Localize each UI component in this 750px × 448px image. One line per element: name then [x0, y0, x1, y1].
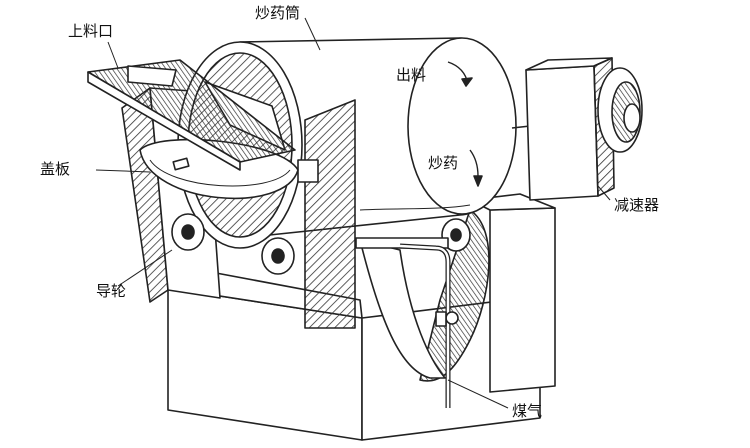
label-drum: 炒药筒: [255, 4, 301, 22]
label-feed-inlet: 上料口: [68, 22, 114, 40]
label-guide-wheel: 导轮: [96, 282, 127, 300]
gear-reducer: [511, 57, 643, 201]
label-discharge: 出料: [396, 66, 427, 84]
label-coal-gas: 煤气: [512, 402, 543, 420]
label-stir-fry: 炒药: [428, 154, 459, 172]
leader-lines: [95, 17, 611, 409]
feed-inlet-hopper: [87, 59, 296, 171]
label-reducer: 减速器: [614, 196, 660, 214]
clamp-plate: [304, 99, 356, 329]
furnace-cutaway: [419, 209, 490, 382]
stir-fry-arrow: [469, 149, 479, 177]
label-cover-plate: 盖板: [40, 160, 71, 178]
guide-wheels: [171, 213, 471, 275]
gas-pipe: [355, 237, 459, 408]
